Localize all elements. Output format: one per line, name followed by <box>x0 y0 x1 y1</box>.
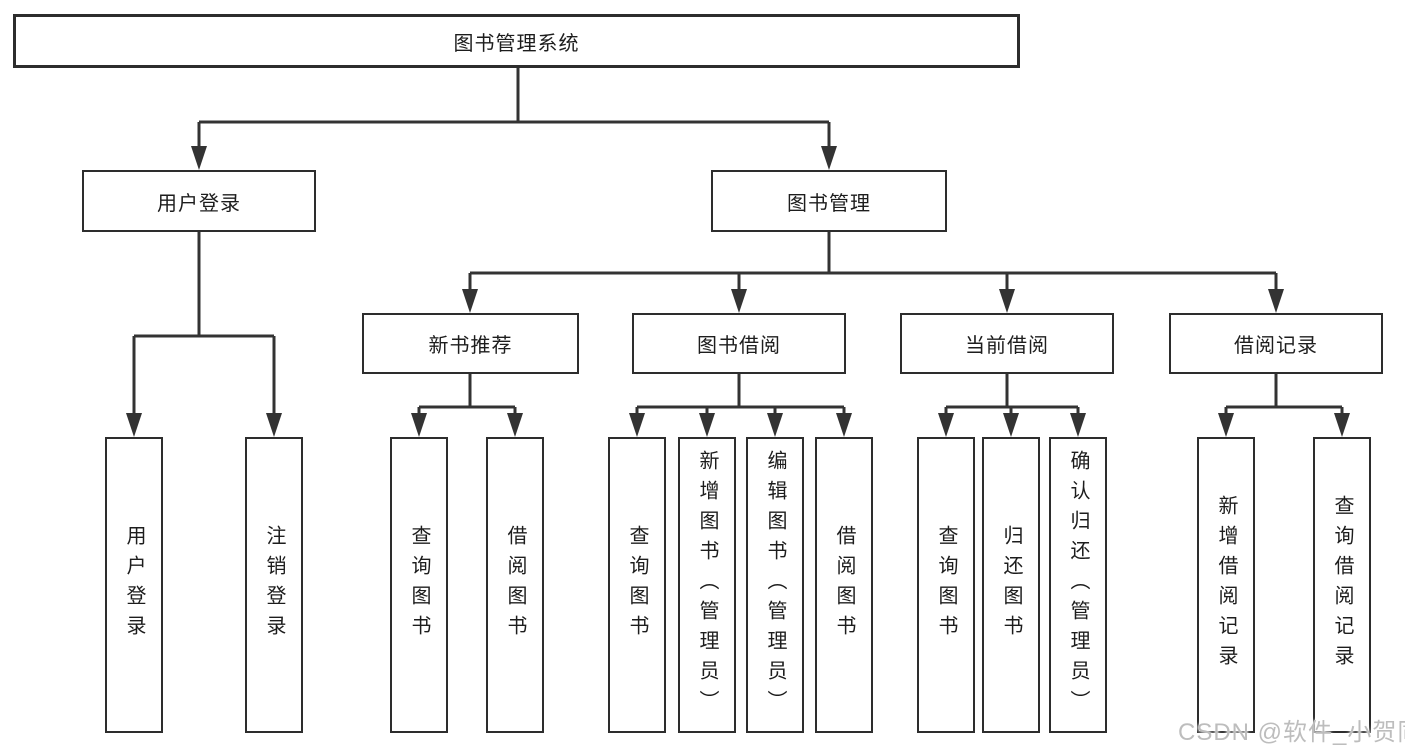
node-label: 新增图书（管理员） <box>696 450 718 720</box>
csdn-watermark: CSDN @软件_小贺同学 <box>1178 719 1405 746</box>
node-label: 编辑图书（管理员） <box>764 450 786 720</box>
node-label: 用户登录 <box>157 192 241 215</box>
leaf-borrow-books-borrowing: 借阅图书 <box>815 437 873 733</box>
node-label: 注销登录 <box>263 525 285 645</box>
leaf-query-books-current: 查询图书 <box>917 437 975 733</box>
node-label: 借阅图书 <box>833 525 855 645</box>
node-new-book-recommend: 新书推荐 <box>362 313 579 374</box>
node-label: 借阅记录 <box>1234 335 1318 357</box>
node-label: 查询图书 <box>935 525 957 645</box>
node-label: 图书借阅 <box>697 335 781 357</box>
node-label: 借阅图书 <box>504 525 526 645</box>
leaf-borrow-books-recommend: 借阅图书 <box>486 437 544 733</box>
node-borrowing-records: 借阅记录 <box>1169 313 1383 374</box>
node-label: 当前借阅 <box>965 335 1049 357</box>
node-current-borrowing: 当前借阅 <box>900 313 1114 374</box>
node-label: 查询图书 <box>626 525 648 645</box>
node-label: 查询图书 <box>408 525 430 645</box>
leaf-logout: 注销登录 <box>245 437 303 733</box>
node-label: 确认归还（管理员） <box>1067 450 1089 720</box>
node-book-management: 图书管理 <box>711 170 947 232</box>
leaf-add-book-admin: 新增图书（管理员） <box>678 437 736 733</box>
node-label: 用户登录 <box>123 525 145 645</box>
node-label: 新书推荐 <box>428 335 513 357</box>
leaf-query-books-recommend: 查询图书 <box>390 437 448 733</box>
node-label: 归还图书 <box>1000 525 1022 645</box>
leaf-confirm-return-admin: 确认归还（管理员） <box>1049 437 1107 733</box>
node-label: 图书管理系统 <box>453 32 580 55</box>
node-label: 图书管理 <box>787 192 871 215</box>
leaf-user-login: 用户登录 <box>105 437 163 733</box>
node-book-borrowing: 图书借阅 <box>632 313 846 374</box>
node-user-login: 用户登录 <box>82 170 316 232</box>
leaf-add-borrow-record: 新增借阅记录 <box>1197 437 1255 733</box>
leaf-query-books-borrowing: 查询图书 <box>608 437 666 733</box>
leaf-return-books: 归还图书 <box>982 437 1040 733</box>
node-label: 新增借阅记录 <box>1215 495 1237 675</box>
leaf-edit-book-admin: 编辑图书（管理员） <box>746 437 804 733</box>
node-library-system: 图书管理系统 <box>13 14 1020 68</box>
node-label: 查询借阅记录 <box>1331 495 1353 675</box>
leaf-query-borrow-record: 查询借阅记录 <box>1313 437 1371 733</box>
